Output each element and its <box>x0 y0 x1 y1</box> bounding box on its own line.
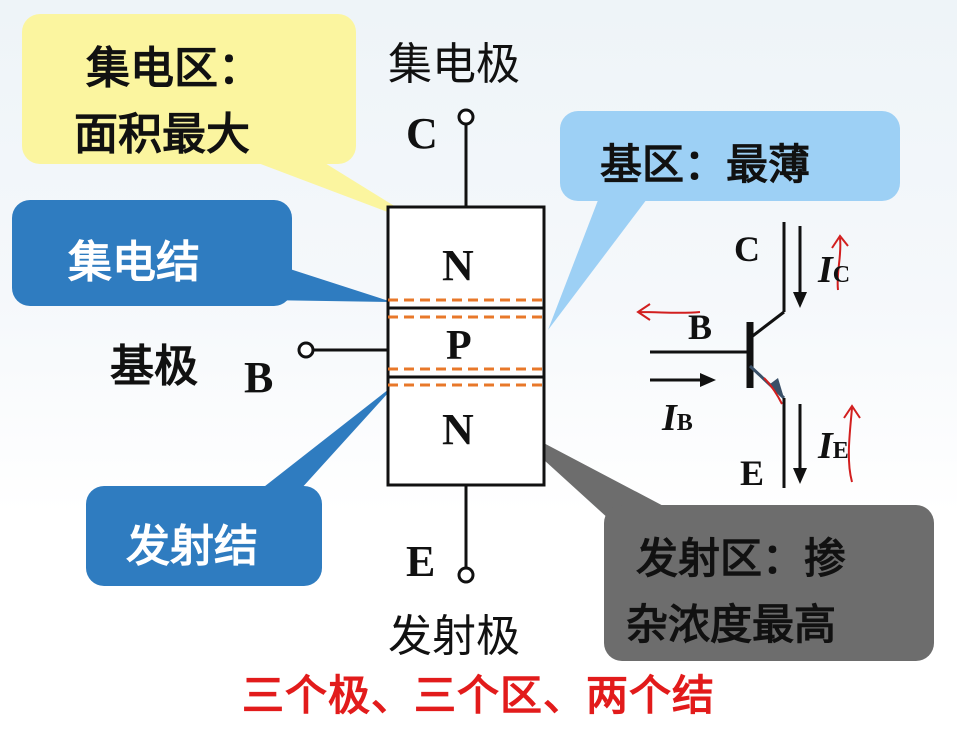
collector-junction-label: 集电结 <box>68 237 200 288</box>
emitter-region-callout: 发射区：掺 杂浓度最高 <box>604 505 934 661</box>
ic-label: IC <box>818 248 850 292</box>
emitter-region-line2: 杂浓度最高 <box>626 600 837 649</box>
emitter-junction-label: 发射结 <box>126 521 258 572</box>
base-layer-label: P <box>446 323 472 369</box>
emitter-terminal <box>457 566 475 584</box>
semiconductor-block <box>386 205 546 487</box>
red-emitter-mark <box>763 377 783 405</box>
red-ie-up-arrow <box>843 404 861 483</box>
gray-callout-pointer <box>500 420 690 520</box>
summary-footer: 三个极、三个区、两个结 <box>241 671 715 720</box>
base-region-label: 基区：最薄 <box>600 140 811 189</box>
red-ic-up-arrow <box>831 234 849 291</box>
ic-arrowhead <box>793 292 807 308</box>
ib-sub: B <box>676 410 693 436</box>
collector-terminal <box>457 108 475 126</box>
ic-main: I <box>818 249 833 291</box>
ie-main: I <box>818 425 833 467</box>
red-b-left-arrow <box>636 303 701 321</box>
ib-label: IB <box>662 396 693 440</box>
base-letter: B <box>244 353 274 402</box>
collector-layer-label: N <box>442 241 474 290</box>
symbol-collector-diagonal <box>749 310 785 340</box>
collector-name: 集电极 <box>388 39 520 90</box>
symbol-emitter-arrowhead <box>770 378 784 398</box>
ic-sub: C <box>832 262 851 288</box>
ie-arrowhead <box>793 468 807 484</box>
emitter-region-line1: 发射区：掺 <box>636 534 847 583</box>
ib-main: I <box>662 397 677 439</box>
base-name: 基极 <box>110 341 198 392</box>
symbol-emitter-label: E <box>740 453 765 493</box>
collector-region-line2: 面积最大 <box>74 109 250 160</box>
collector-region-line1: 集电区： <box>86 43 262 94</box>
emitter-junction-pointer <box>260 382 398 490</box>
lightblue-callout-pointer <box>548 195 650 330</box>
collector-region-callout: 集电区： 面积最大 <box>22 14 356 164</box>
base-region-callout: 基区：最薄 <box>560 111 900 201</box>
emitter-name: 发射极 <box>388 611 520 662</box>
emitter-junction-callout: 发射结 <box>86 486 322 586</box>
collector-junction-callout: 集电结 <box>12 200 292 306</box>
emitter-letter: E <box>406 537 436 586</box>
collector-letter: C <box>406 109 438 158</box>
yellow-callout-pointer <box>250 160 430 228</box>
ie-sub: E <box>832 438 849 464</box>
symbol-base-label: B <box>688 307 713 347</box>
symbol-collector-label: C <box>734 229 760 269</box>
base-terminal <box>297 341 315 359</box>
collector-junction-pointer <box>262 260 392 302</box>
ie-label: IE <box>818 424 849 468</box>
ib-arrowhead <box>700 373 716 387</box>
emitter-layer-label: N <box>442 405 474 454</box>
